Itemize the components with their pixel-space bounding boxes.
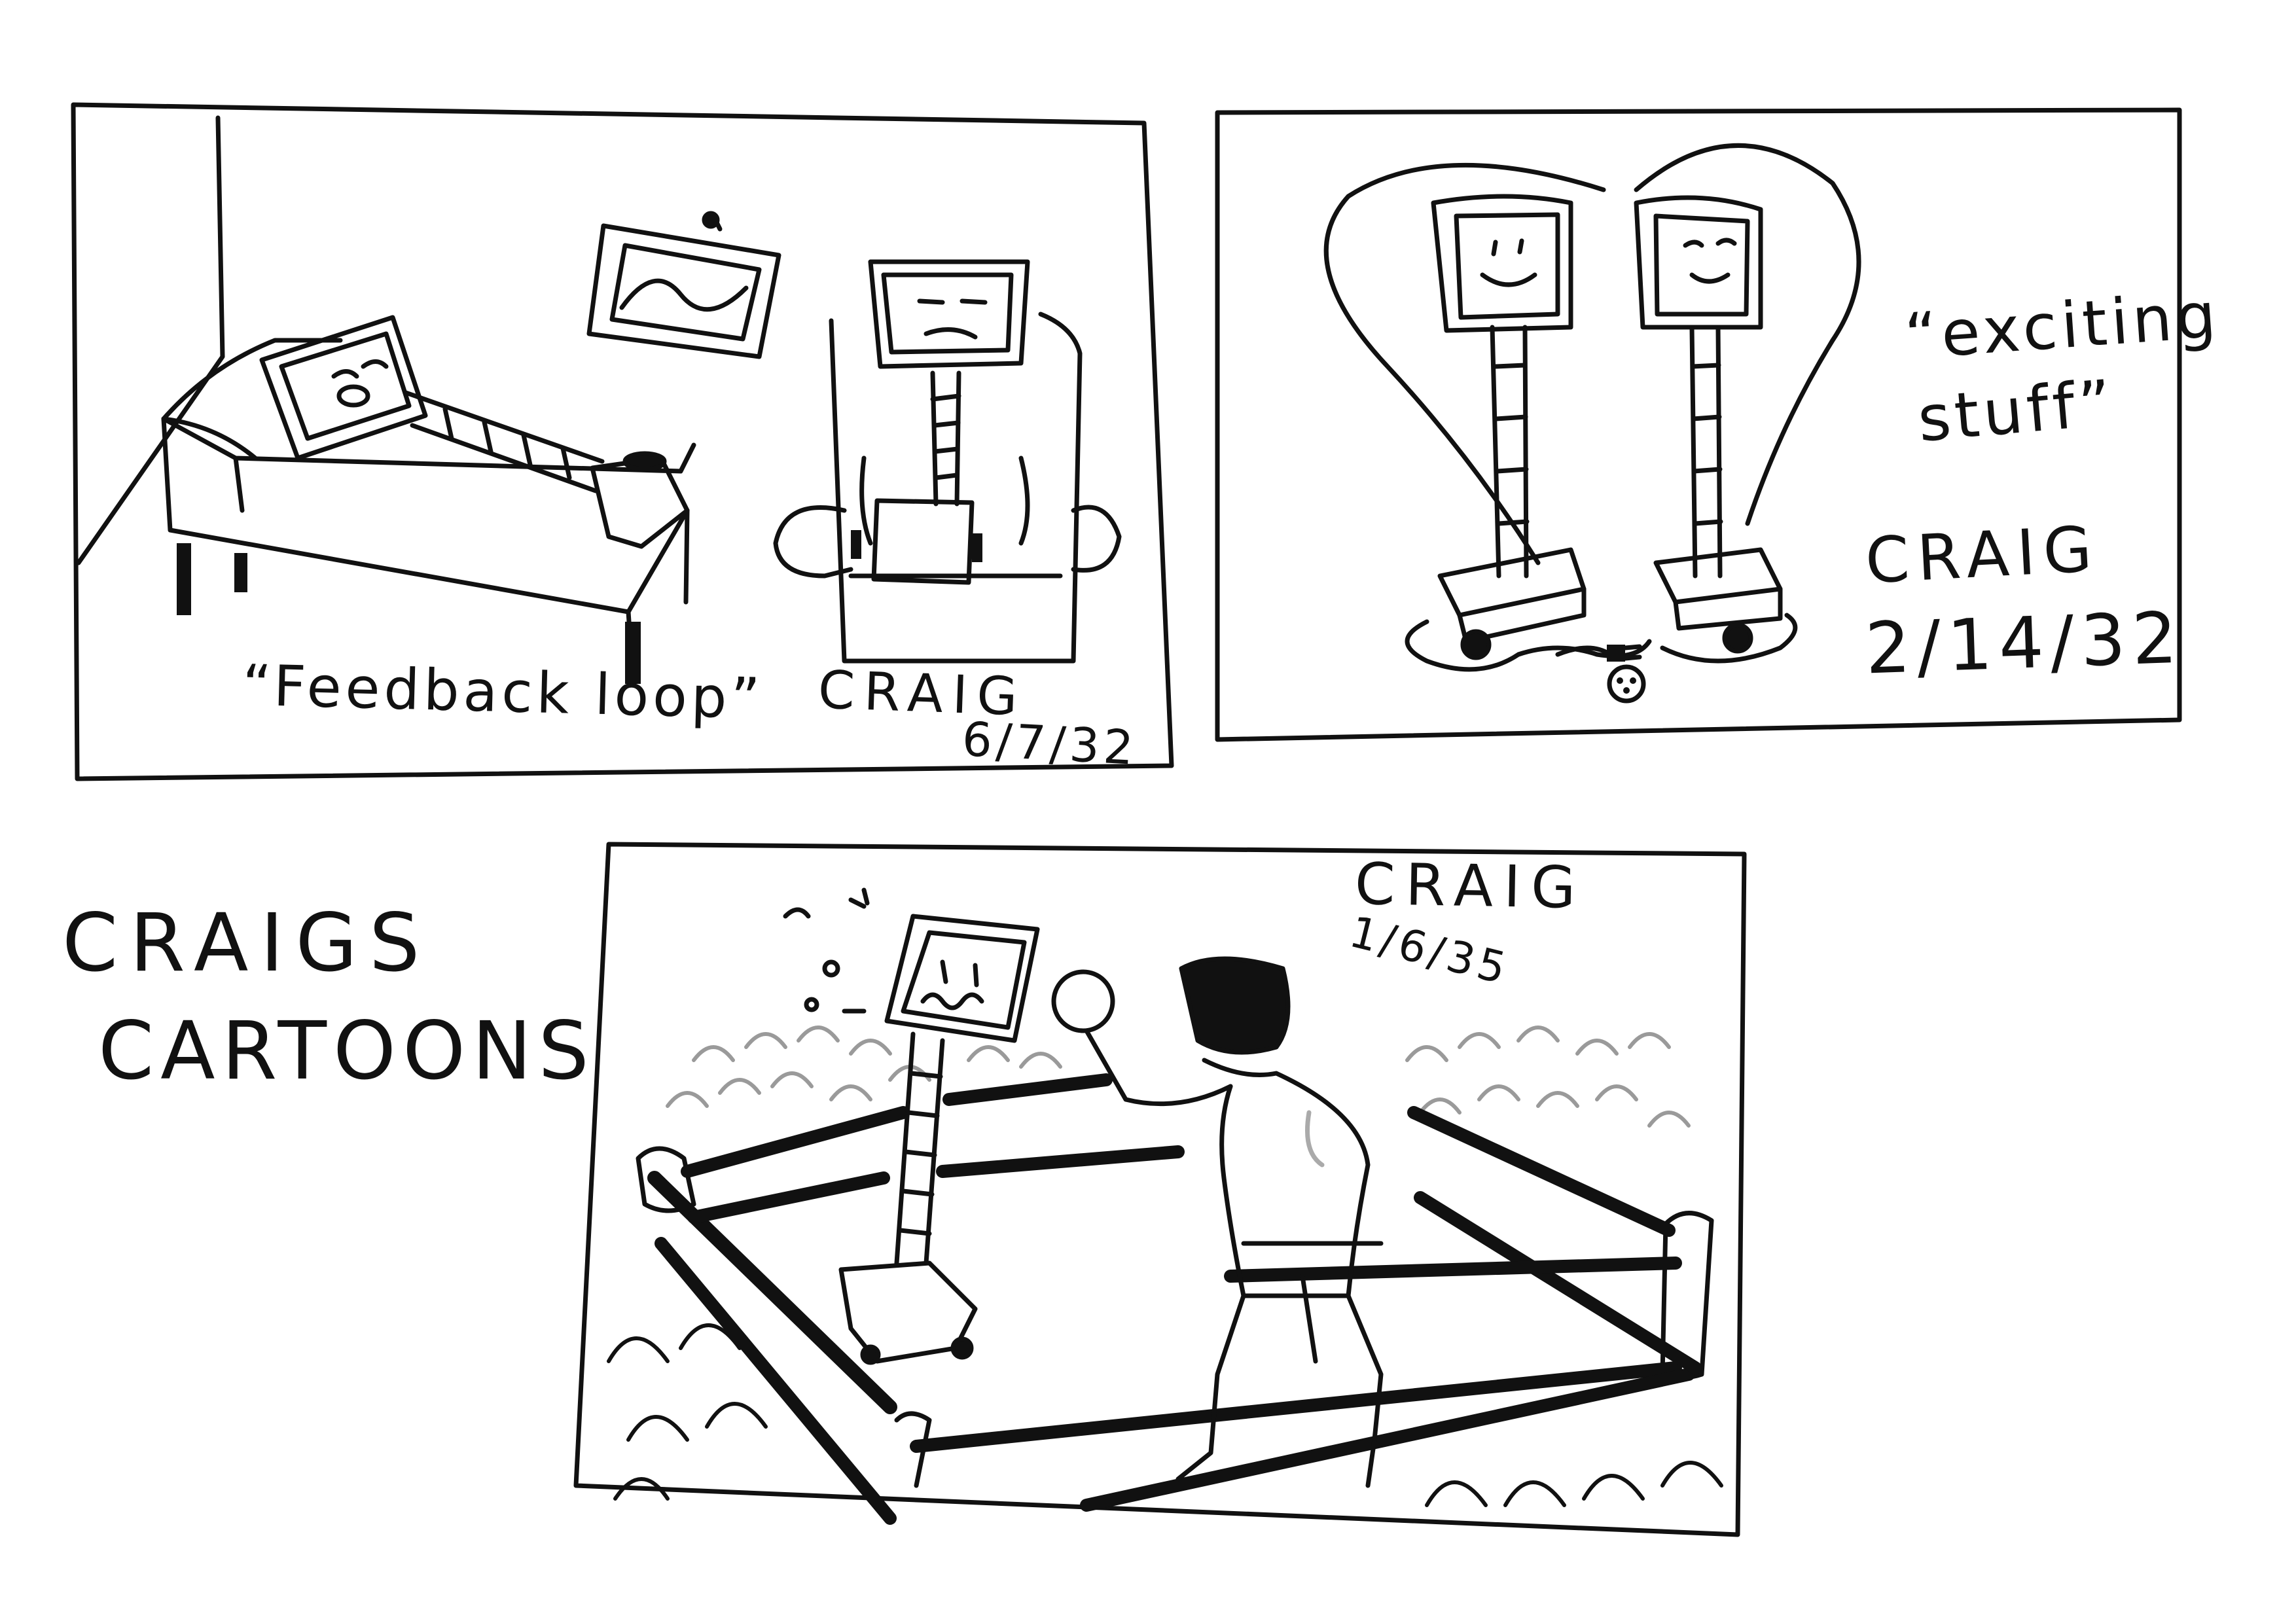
therapy-couch	[161, 338, 696, 684]
boxing-ring	[636, 1073, 1714, 1525]
signature-panel-2: CRAIG	[1863, 512, 2102, 598]
wall-outlet	[1607, 664, 1646, 704]
room-corner-line	[76, 115, 225, 565]
sheet-title-line-1: CRAIGS	[62, 897, 432, 990]
wall-picture	[586, 211, 781, 359]
sheet-title-line-2: CARTOONS	[98, 1005, 596, 1097]
robot-happy-left	[1431, 194, 1587, 644]
panel-frame	[71, 102, 1174, 781]
caption-exciting-line-2: stuff”	[1914, 366, 2119, 456]
thought-bubble-left	[1323, 162, 1606, 565]
robot-boxer	[783, 887, 1040, 1365]
therapist-robot	[851, 259, 1030, 585]
panel-frame	[1215, 107, 2182, 742]
patient-robot-lying	[259, 315, 690, 549]
robot-happy-right	[1634, 195, 1783, 631]
thought-bubble-right	[1634, 143, 1861, 526]
human-boxer	[1051, 956, 1384, 1488]
crowd-front	[607, 1323, 1723, 1507]
date-panel-2: 2/14/32	[1863, 597, 2185, 690]
spilled-puddle	[1405, 613, 1798, 672]
panel-frame	[573, 842, 1747, 1537]
panel-boxing	[573, 842, 1747, 1537]
crowd	[666, 1026, 1691, 1128]
date-panel-1: 6/7/32	[960, 711, 1139, 776]
caption-feedback-loop: “Feedback loop”	[241, 652, 765, 732]
power-plug	[1555, 644, 1642, 662]
panel-exciting-stuff	[1215, 107, 2182, 742]
panel-feedback-loop	[71, 102, 1174, 781]
signature-panel-3: CRAIG	[1354, 849, 1587, 922]
armchair	[773, 312, 1122, 664]
